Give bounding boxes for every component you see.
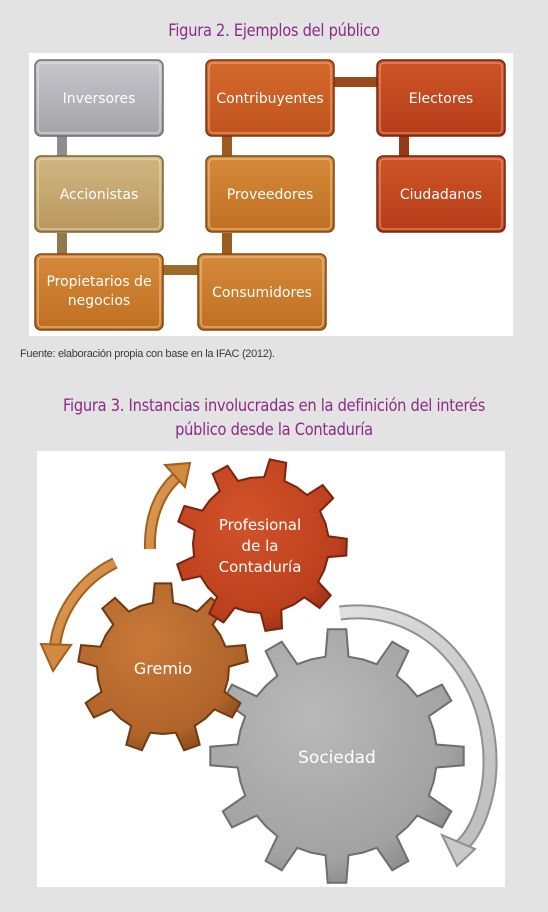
box-label-proveedores: Proveedores (227, 187, 314, 203)
figure-2-diagram: Inversores Accionistas Propietarios de n… (29, 53, 513, 336)
figure-3-title-line-1: Figura 3. Instancias involucradas en la … (62, 396, 486, 416)
gear-label-sociedad: Sociedad (298, 748, 376, 768)
box-inversores: Inversores (34, 59, 164, 137)
box-label-accionistas: Accionistas (60, 187, 139, 203)
figure-3-svg: Sociedad Gremio Profesional de la Contad… (39, 458, 498, 884)
box-propietarios: Propietarios de negocios (34, 253, 164, 331)
gear-label-gremio: Gremio (134, 659, 192, 678)
box-electores: Electores (376, 59, 506, 137)
box-label-propietarios-1: Propietarios de (46, 274, 151, 290)
box-label-contribuyentes: Contribuyentes (216, 91, 323, 107)
box-consumidores: Consumidores (197, 253, 327, 331)
box-label-consumidores: Consumidores (212, 285, 312, 301)
box-contribuyentes: Contribuyentes (205, 59, 335, 137)
gear-profesional: Profesional de la Contaduría (175, 458, 348, 633)
box-accionistas: Accionistas (34, 155, 164, 233)
gear-label-profesional-1: Profesional (219, 516, 301, 534)
figure-3-title: Figura 3. Instancias involucradas en la … (38, 394, 509, 442)
figure-2-source: Fuente: elaboración propia con base en l… (20, 348, 275, 360)
figure-2-svg: Inversores Accionistas Propietarios de n… (34, 59, 506, 331)
arrow-top (143, 461, 192, 550)
arrow-sociedad-cycle (339, 604, 498, 868)
figure-3-title-line-2: público desde la Contaduría (175, 420, 373, 440)
gear-label-profesional-2: de la (242, 537, 279, 555)
arrow-gremio-left (39, 557, 118, 674)
connector-lines (57, 77, 409, 275)
box-label-propietarios-2: negocios (68, 293, 130, 309)
box-label-ciudadanos: Ciudadanos (400, 187, 482, 203)
box-label-inversores: Inversores (63, 91, 136, 107)
gear-sociedad: Sociedad (209, 628, 465, 884)
box-label-electores: Electores (409, 91, 473, 107)
box-ciudadanos: Ciudadanos (376, 155, 506, 233)
box-proveedores: Proveedores (205, 155, 335, 233)
gear-label-profesional-3: Contaduría (219, 558, 302, 576)
figure-2-title: Figura 2. Ejemplos del público (168, 21, 380, 41)
figure-3-diagram: Sociedad Gremio Profesional de la Contad… (37, 451, 505, 887)
